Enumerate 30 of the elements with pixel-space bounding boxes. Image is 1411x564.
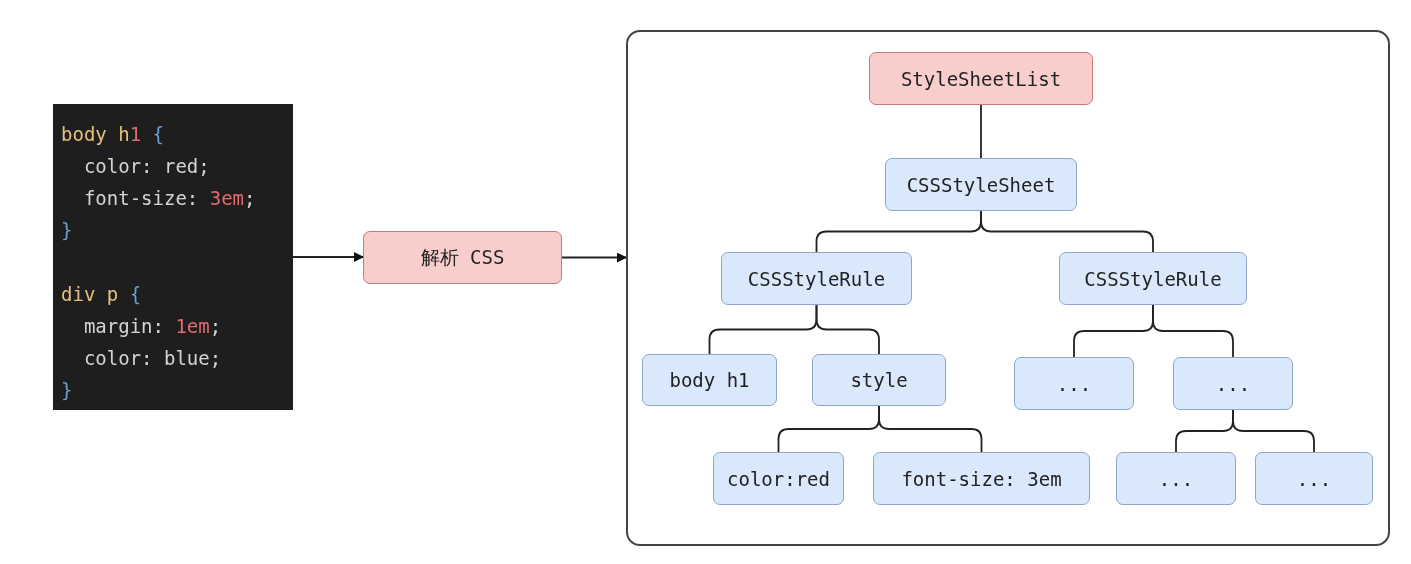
tree-node-box: ... (1014, 357, 1134, 410)
code-line: } (61, 218, 74, 243)
tree-node-box: style (812, 354, 946, 406)
connector-line (980, 104, 982, 159)
arrow (561, 252, 627, 263)
code-line: div p { (61, 282, 143, 307)
tree-node-box: body h1 (642, 354, 777, 406)
connector-line (815, 304, 880, 355)
root-box: StyleSheetList (869, 52, 1093, 105)
process-box: 解析 CSS (363, 231, 562, 284)
connector-line (1152, 304, 1234, 358)
tree-node-box: CSSStyleSheet (885, 158, 1077, 211)
tree-node-box: ... (1173, 357, 1293, 410)
tree-node-box: ... (1255, 452, 1373, 505)
tree-node-box: CSSStyleRule (721, 252, 912, 305)
tree-node-box: ... (1116, 452, 1236, 505)
tree-frame (626, 30, 1390, 546)
code-line: } (61, 378, 74, 403)
tree-node-box: color:red (713, 452, 844, 505)
tree-node-box: font-size: 3em (873, 452, 1090, 505)
tree-node-box: CSSStyleRule (1059, 252, 1247, 305)
code-line: body h1 { (61, 122, 165, 147)
code-line: margin: 1em; (82, 314, 223, 339)
connector-line (878, 405, 983, 453)
code-line: font-size: 3em; (82, 186, 257, 211)
code-line: color: red; (82, 154, 211, 179)
code-block (53, 104, 293, 410)
connector-line (1232, 409, 1315, 453)
arrow (292, 252, 364, 262)
code-line: color: blue; (82, 346, 223, 371)
